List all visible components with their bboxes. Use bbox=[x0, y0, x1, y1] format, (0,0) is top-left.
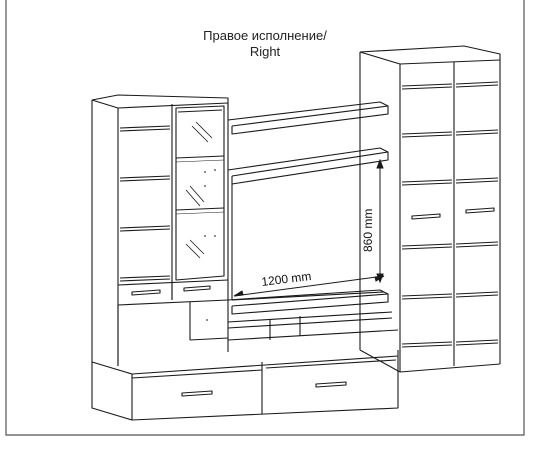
frame-border bbox=[5, 0, 525, 436]
wardrobe-handle-right bbox=[465, 207, 495, 214]
drawer-handle-left bbox=[181, 390, 213, 397]
orientation-caption: Правое исполнение/ Right bbox=[150, 28, 380, 60]
glass-door bbox=[175, 105, 225, 281]
base-unit bbox=[91, 350, 399, 421]
width-label: 1200 mm bbox=[261, 269, 312, 289]
wardrobe-handle-left bbox=[411, 213, 441, 220]
left-drawer-handle-2 bbox=[183, 285, 211, 292]
left-drawer-handle-1 bbox=[131, 289, 161, 296]
middle-shelf bbox=[227, 147, 389, 185]
right-wardrobe bbox=[359, 45, 501, 373]
height-dimension bbox=[376, 158, 384, 284]
tv-stand-shelf bbox=[227, 289, 399, 341]
left-cabinet bbox=[91, 94, 229, 366]
top-shelf bbox=[227, 101, 389, 135]
caption-line-2: Right bbox=[249, 44, 281, 59]
tv-back-panel bbox=[231, 184, 385, 301]
caption-line-1: Правое исполнение/ bbox=[203, 28, 327, 43]
shelf-pegs bbox=[204, 169, 216, 321]
drawer-handle-right bbox=[315, 381, 347, 388]
height-label: 860 mm bbox=[361, 209, 375, 252]
